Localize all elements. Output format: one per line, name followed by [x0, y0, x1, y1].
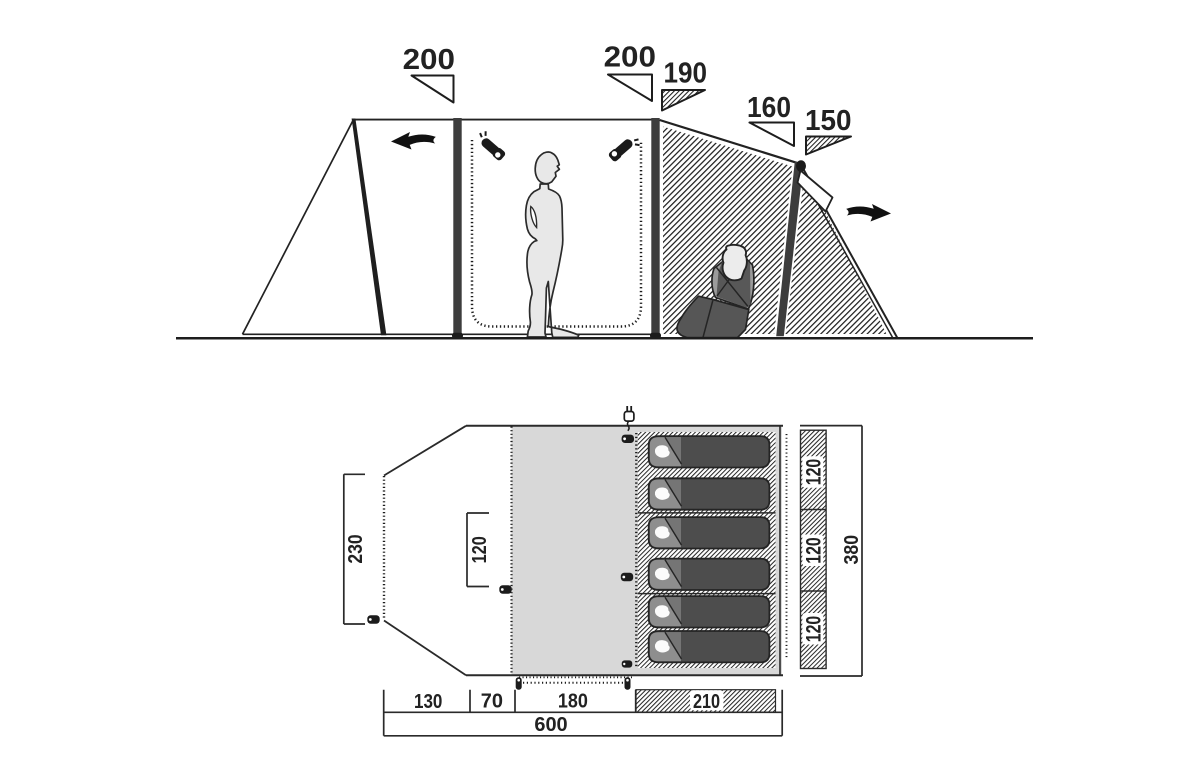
svg-text:130: 130	[414, 691, 442, 713]
svg-text:190: 190	[664, 58, 708, 90]
svg-text:70: 70	[481, 691, 503, 713]
svg-text:380: 380	[841, 535, 863, 565]
svg-text:230: 230	[345, 534, 367, 563]
svg-text:600: 600	[534, 714, 567, 736]
svg-text:120: 120	[802, 459, 826, 486]
svg-text:200: 200	[604, 42, 656, 74]
svg-text:150: 150	[805, 105, 852, 137]
svg-text:120: 120	[469, 536, 491, 563]
svg-text:200: 200	[403, 44, 455, 76]
svg-text:160: 160	[747, 92, 791, 124]
svg-text:180: 180	[558, 690, 588, 712]
svg-text:120: 120	[802, 616, 826, 643]
svg-text:210: 210	[693, 691, 720, 713]
svg-text:120: 120	[802, 537, 826, 564]
